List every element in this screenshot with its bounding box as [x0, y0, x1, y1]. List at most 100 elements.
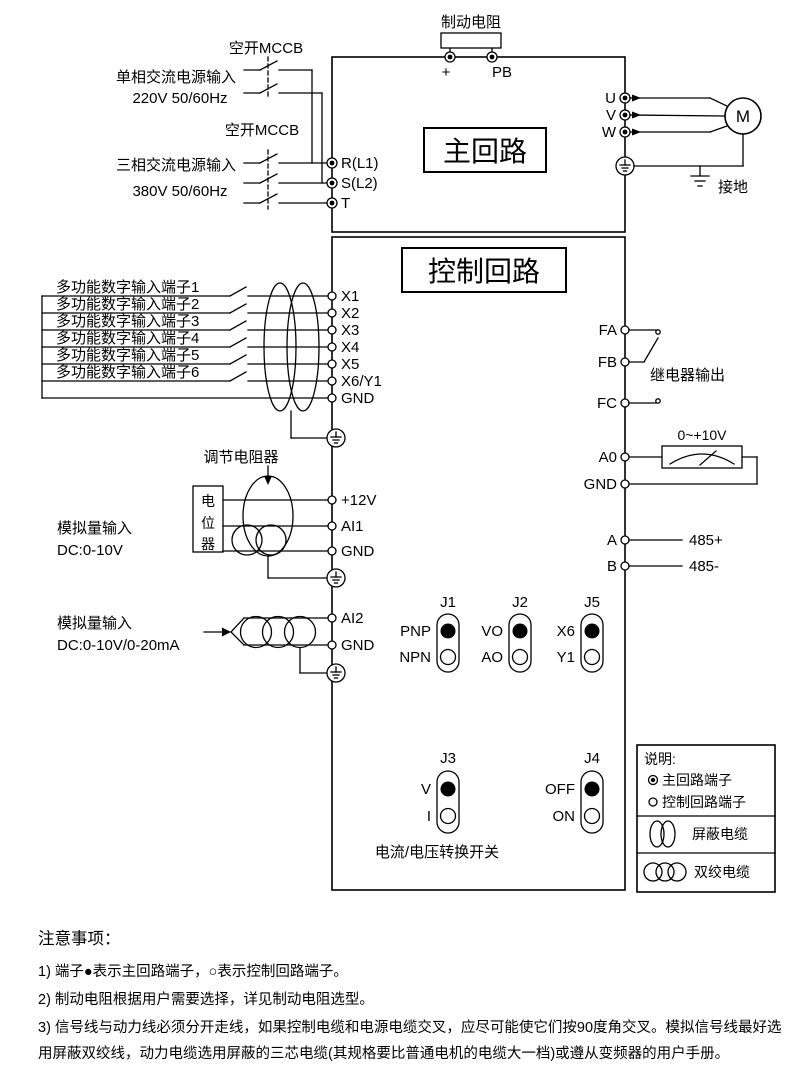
single-phase-input: 空开MCCB 单相交流电源输入 220V 50/60Hz [116, 40, 323, 184]
main-terminal-icon [326, 157, 338, 209]
terminal-fc-label: FC [597, 395, 617, 412]
main-circuit-box [331, 56, 626, 233]
pe-terminal-icon [326, 568, 346, 588]
motor-icon: M [724, 97, 762, 135]
jumper-j4: J4 OFF ON [545, 750, 604, 834]
twisted-pair-icon [239, 615, 317, 649]
terminal-fb-label: FB [598, 354, 617, 371]
jumper-pin-open [439, 807, 457, 825]
twisted-pair-icon [643, 862, 687, 882]
jumper-j2-bot-label: AO [481, 649, 503, 666]
control-circuit-title: 控制回路 [428, 256, 540, 287]
terminal-x3-label: X3 [341, 322, 359, 339]
jumper-pin-filled [440, 623, 456, 639]
main-terminal-icon [444, 51, 498, 63]
pe-terminal-icon [326, 663, 346, 683]
relay-switch-icon [643, 329, 661, 404]
jumper-pin-filled [584, 781, 600, 797]
single-phase-label: 单相交流电源输入 [116, 68, 236, 86]
jumper-j5-name: J5 [584, 594, 600, 611]
three-phase-label: 三相交流电源输入 [116, 156, 236, 174]
terminal-v-label: V [606, 107, 616, 124]
jumper-j2-name: J2 [512, 594, 528, 611]
ground-label: 接地 [718, 179, 748, 196]
pot-box-char-2: 位 [201, 515, 215, 531]
terminal-w-label: W [602, 124, 617, 141]
terminal-x1-label: X1 [341, 288, 359, 305]
mccb1-label: 空开MCCB [229, 40, 303, 57]
rs485-port: A B 485+ 485- [607, 532, 723, 575]
analog1-range: DC:0-10V [57, 542, 123, 559]
di-label-4: 多功能数字输入端子4 [56, 330, 199, 347]
legend-title: 说明: [644, 751, 676, 767]
rs485-plus-label: 485+ [689, 532, 723, 549]
shielded-cable-icon [649, 820, 676, 848]
terminal-a0-label: A0 [599, 449, 617, 466]
terminal-12v-label: +12V [341, 492, 376, 509]
di-label-6: 多功能数字输入端子6 [56, 364, 199, 381]
note-line-2: 2) 制动电阻根据用户需要选择，详见制动电阻选型。 [38, 991, 374, 1008]
motor-label: M [736, 107, 750, 126]
relay-output-label: 继电器输出 [650, 367, 725, 384]
terminal-x2-label: X2 [341, 305, 359, 322]
control-terminal-icon [327, 495, 337, 556]
di-label-1: 多功能数字输入端子1 [56, 279, 199, 296]
jumper-j1-name: J1 [440, 594, 456, 611]
jumper-pin-filled [512, 623, 528, 639]
meter-range-label: 0~+10V [677, 427, 727, 443]
main-circuit: 主回路 [331, 56, 626, 233]
legend-twisted-label: 双绞电缆 [694, 864, 750, 880]
jumper-pin-open [583, 648, 601, 666]
pot-box [192, 485, 224, 553]
legend: 说明: 主回路端子 控制回路端子 屏蔽电缆 双绞电缆 [636, 744, 776, 893]
pot-box-char-3: 器 [201, 536, 215, 552]
jumper-j2: J2 VO AO [481, 594, 532, 673]
arrow-right-icon [222, 627, 231, 637]
jumper-j4-top-label: OFF [545, 781, 575, 798]
terminal-pb-label: PB [492, 64, 512, 81]
terminal-x6y1-label: X6/Y1 [341, 373, 382, 390]
pe-terminal-icon [615, 156, 635, 176]
di-label-2: 多功能数字输入端子2 [56, 296, 199, 313]
analog-output-meter: 0~+10V A0 GND [584, 427, 758, 493]
control-terminal-icon [620, 452, 630, 489]
terminal-x5-label: X5 [341, 356, 359, 373]
jumper-j5-bot-label: Y1 [557, 649, 575, 666]
terminal-s-label: S(L2) [341, 175, 378, 192]
pe-terminal-icon [326, 428, 346, 448]
shielded-cable-icon [263, 282, 320, 412]
di-label-3: 多功能数字输入端子3 [56, 313, 199, 330]
breaker-2p-icon [243, 56, 323, 100]
jumper-j5: J5 X6 Y1 [557, 594, 604, 673]
jumper-j3: J3 V I [421, 750, 460, 834]
terminal-fa-label: FA [599, 322, 617, 339]
mccb2-label: 空开MCCB [225, 122, 299, 139]
motor-output: U V W M [602, 90, 762, 196]
terminal-gnd4-label: GND [584, 476, 618, 493]
terminal-gnd-label: GND [341, 390, 375, 407]
jumper-block [508, 613, 532, 673]
control-terminal-icon [648, 797, 658, 807]
jumper-block [436, 770, 460, 834]
jumper-j3-name: J3 [440, 750, 456, 767]
potentiometer-input: 调节电阻器 电 位 器 +12V AI1 GND 模拟量输入 DC:0-1 [57, 449, 376, 588]
jumper-pin-filled [440, 781, 456, 797]
note-line-3b: 用屏蔽双绞线，动力电缆选用屏蔽的三芯电缆(其规格要比普通电机的电缆大一档)或遵从… [38, 1045, 729, 1062]
jumper-pin-open [583, 807, 601, 825]
pot-box-char-1: 电 [201, 493, 215, 509]
terminal-ai2-label: AI2 [341, 610, 364, 627]
terminal-u-label: U [605, 90, 616, 107]
control-terminal-icon [620, 535, 630, 571]
twisted-pair-icon [231, 524, 287, 556]
jumper-j1-bot-label: NPN [399, 649, 431, 666]
control-terminal-icon [327, 613, 337, 650]
jumper-j4-bot-label: ON [553, 808, 576, 825]
vi-switch-label: 电流/电压转换开关 [375, 844, 499, 861]
control-circuit-title-box [401, 247, 567, 293]
note-line-1: 1) 端子●表示主回路端子，○表示控制回路端子。 [38, 963, 348, 980]
meter-icon [669, 450, 735, 466]
di-label-5: 多功能数字输入端子5 [56, 347, 199, 364]
terminal-a-label: A [607, 532, 617, 549]
